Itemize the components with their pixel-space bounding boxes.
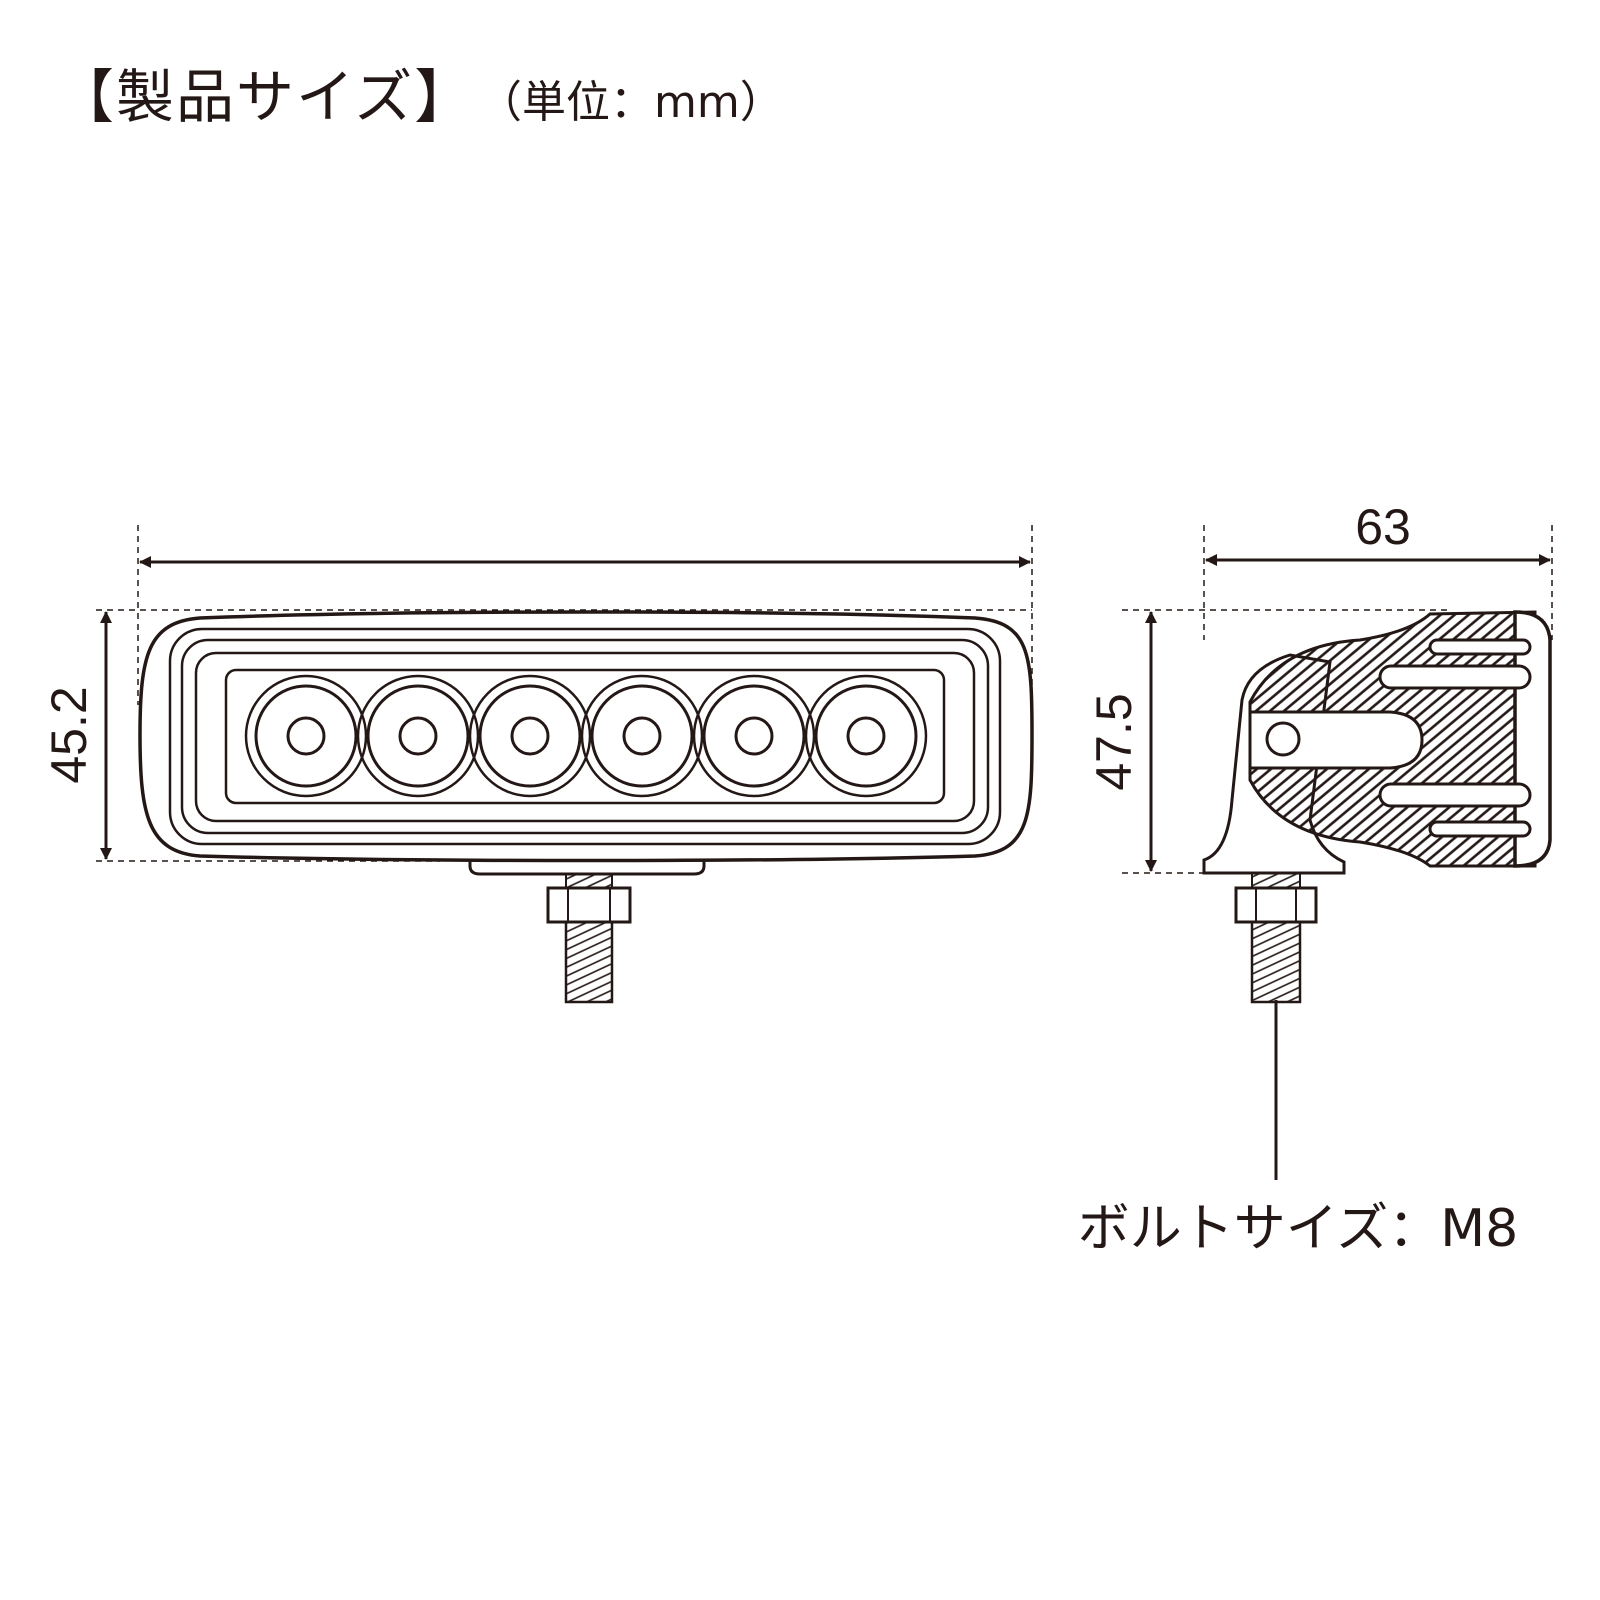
led-module xyxy=(468,674,592,798)
led-reflector-inner xyxy=(478,684,582,788)
front-bezel-inner xyxy=(194,651,976,823)
side-fin-slot xyxy=(1378,782,1532,808)
led-reflector-inner xyxy=(366,684,470,788)
side-height-label: 47.5 xyxy=(1086,693,1142,790)
side-bolt-top xyxy=(1251,872,1301,889)
led-module xyxy=(356,674,480,798)
front-led-group xyxy=(244,674,928,798)
led-chip xyxy=(398,716,438,756)
front-height-label: 45.2 xyxy=(41,686,97,783)
led-reflector-inner xyxy=(254,684,358,788)
led-reflector-outer xyxy=(468,674,592,798)
led-reflector-outer xyxy=(580,674,704,798)
page-title: 【製品サイズ】 xyxy=(56,63,475,131)
led-chip xyxy=(510,716,550,756)
side-nut xyxy=(1234,886,1318,924)
front-bolt xyxy=(564,920,614,1004)
led-reflector-inner xyxy=(590,684,694,788)
led-reflector-outer xyxy=(692,674,816,798)
side-bolt xyxy=(1250,920,1302,1004)
front-lens-window xyxy=(224,668,946,805)
led-module xyxy=(244,674,368,798)
led-module xyxy=(580,674,704,798)
front-housing xyxy=(138,610,1034,863)
led-module xyxy=(692,674,816,798)
side-fin-slot xyxy=(1428,820,1532,838)
side-fin-slot xyxy=(1378,664,1532,690)
led-reflector-outer xyxy=(356,674,480,798)
led-chip xyxy=(622,716,662,756)
front-view xyxy=(96,525,1034,1004)
led-chip xyxy=(846,716,886,756)
led-chip xyxy=(734,716,774,756)
side-width-label: 63 xyxy=(1355,499,1411,555)
unit-note: （単位：mm） xyxy=(478,77,784,128)
front-bolt-top xyxy=(565,873,613,889)
bolt-size-label: ボルトサイズ：M8 xyxy=(1078,1199,1518,1259)
led-module xyxy=(804,674,928,798)
front-mount-foot xyxy=(468,861,706,876)
led-reflector-outer xyxy=(804,674,928,798)
front-nut xyxy=(546,886,632,924)
led-reflector-inner xyxy=(814,684,918,788)
side-fin-slot xyxy=(1428,638,1532,656)
side-view xyxy=(1122,525,1553,1180)
led-reflector-outer xyxy=(244,674,368,798)
side-pivot-bolt xyxy=(1265,721,1301,757)
led-reflector-inner xyxy=(702,684,806,788)
led-chip xyxy=(286,716,326,756)
front-bezel-outer xyxy=(168,627,1002,846)
front-bezel-mid xyxy=(180,638,990,835)
